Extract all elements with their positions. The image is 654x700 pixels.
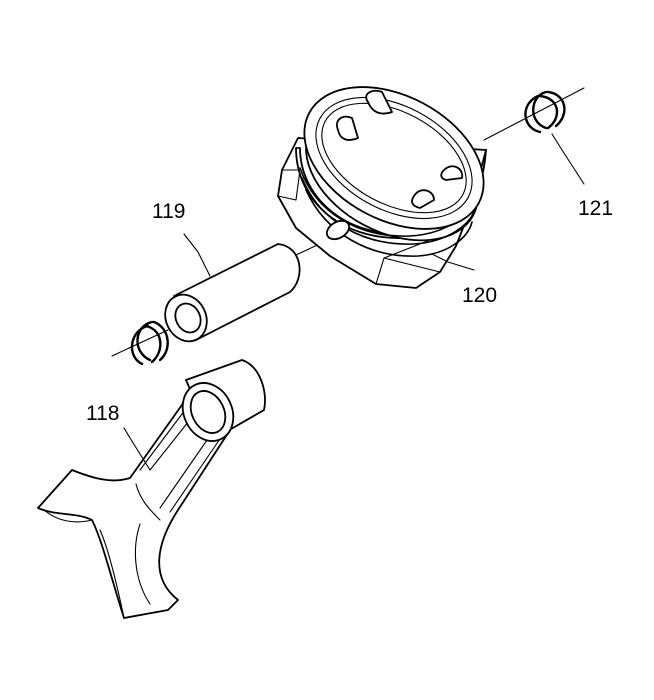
callout-118: 118 <box>86 402 119 425</box>
callout-119: 119 <box>152 200 185 223</box>
piston-pin-retainer-left <box>130 320 169 366</box>
connecting-rod <box>37 359 266 619</box>
callout-120: 120 <box>462 284 497 307</box>
leader-lines <box>123 133 585 471</box>
piston-pin-retainer-right <box>524 90 566 134</box>
callout-121: 121 <box>578 197 613 220</box>
piston-pin <box>164 243 301 343</box>
piston <box>277 86 487 289</box>
